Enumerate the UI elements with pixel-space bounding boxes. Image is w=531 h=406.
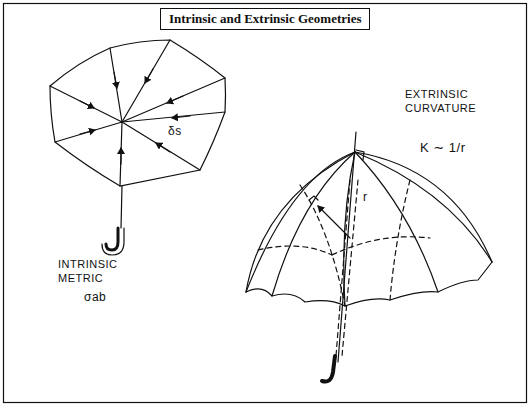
arc-length-label: δs: [168, 124, 182, 139]
curvature-label: EXTRINSIC CURVATURE: [405, 88, 495, 116]
radius-label: r: [363, 190, 368, 205]
slide-frame: [4, 4, 527, 403]
metric-symbol: σab: [84, 290, 106, 305]
slide-title: Intrinsic and Extrinsic Geometries: [160, 8, 370, 30]
curvature-formula: K ∼ 1/r: [420, 140, 465, 156]
curved-umbrella: [246, 132, 492, 382]
metric-label: INTRINSIC METRIC: [58, 258, 138, 286]
flat-umbrella: [50, 40, 226, 255]
